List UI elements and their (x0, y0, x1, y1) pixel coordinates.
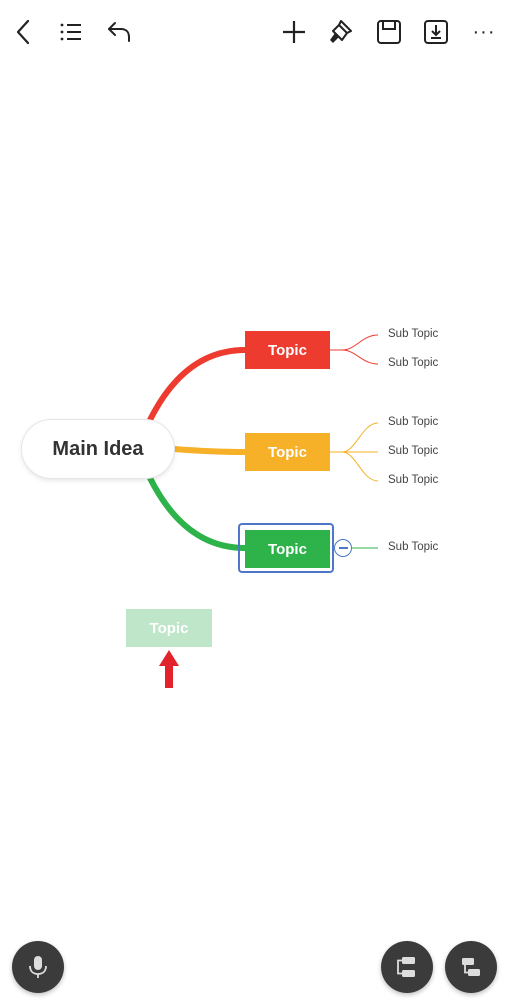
subtopic-node[interactable]: Sub Topic (388, 328, 439, 340)
dragging-topic-ghost[interactable]: Topic (126, 609, 212, 647)
undo-icon (108, 22, 130, 42)
layout-button[interactable] (381, 941, 433, 993)
up-arrow-icon (159, 650, 179, 688)
download-icon (424, 20, 448, 44)
microphone-icon (29, 956, 47, 978)
topic-node-green[interactable]: Topic (245, 530, 330, 568)
add-topic-button[interactable] (276, 14, 312, 50)
paint-brush-icon (330, 20, 352, 43)
minus-icon (338, 547, 348, 549)
branch-green (147, 475, 248, 551)
sublink-red-2 (330, 349, 379, 365)
undo-button[interactable] (101, 14, 137, 50)
export-button[interactable] (418, 14, 454, 50)
sublink-yellow-3 (330, 451, 379, 482)
subtopic-node[interactable]: Sub Topic (388, 416, 439, 428)
layout-alt-button[interactable] (445, 941, 497, 993)
branch-yellow (171, 446, 248, 455)
mindmap-canvas[interactable]: Main Idea Topic Topic Topic Sub Topic Su… (0, 64, 508, 934)
sublink-red-1 (330, 334, 379, 351)
back-button[interactable] (6, 14, 42, 50)
save-button[interactable] (371, 14, 407, 50)
plus-icon (283, 21, 305, 43)
chevron-left-icon (16, 19, 30, 45)
voice-input-button[interactable] (12, 941, 64, 993)
top-toolbar: ··· (0, 0, 508, 64)
subtopic-node[interactable]: Sub Topic (388, 357, 439, 369)
layout-icon (397, 957, 415, 977)
collapse-button[interactable] (334, 539, 352, 557)
more-button[interactable]: ··· (466, 14, 502, 50)
sublink-yellow-1 (330, 422, 379, 453)
outline-button[interactable] (53, 14, 89, 50)
more-dots-icon: ··· (472, 20, 496, 43)
style-button[interactable] (323, 14, 359, 50)
subtopic-node[interactable]: Sub Topic (388, 445, 439, 457)
topic-node-red[interactable]: Topic (245, 331, 330, 369)
selection-frame (238, 523, 334, 573)
main-idea-node[interactable]: Main Idea (22, 420, 174, 478)
topic-node-yellow[interactable]: Topic (245, 433, 330, 471)
subtopic-node[interactable]: Sub Topic (388, 474, 439, 486)
list-icon (60, 23, 81, 41)
layout-alt-icon (462, 958, 480, 976)
branch-red (147, 347, 248, 423)
save-icon (377, 20, 401, 44)
branch-links (147, 334, 379, 551)
subtopic-node[interactable]: Sub Topic (388, 541, 439, 553)
